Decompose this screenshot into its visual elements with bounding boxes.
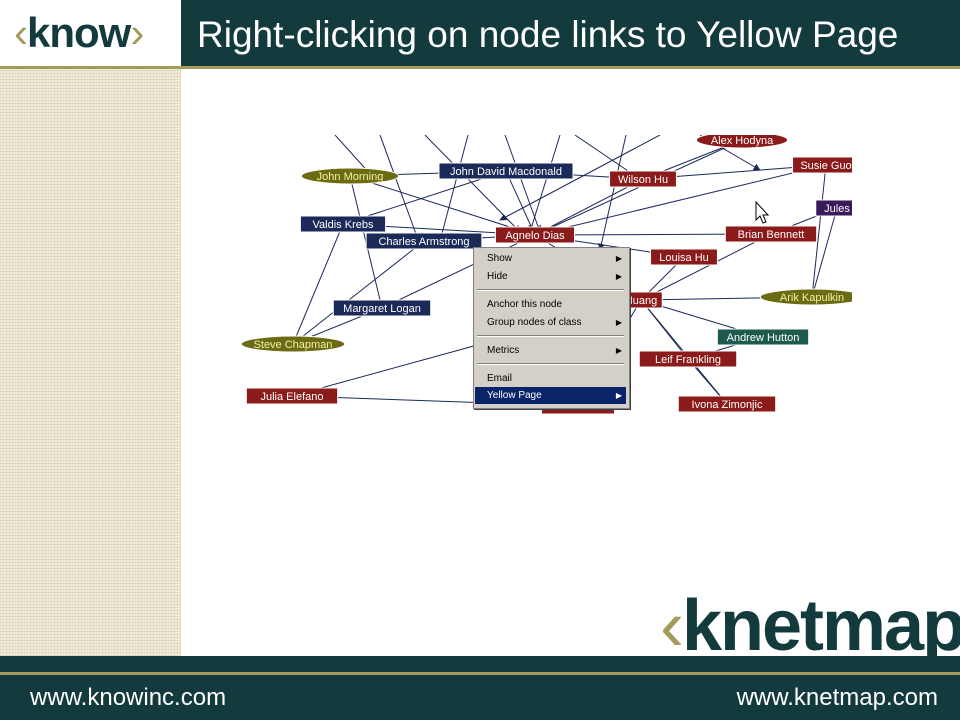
menu-separator <box>477 363 624 365</box>
graph-node-label: Alex Hodyna <box>711 135 774 147</box>
graph-edge <box>810 207 838 298</box>
menu-item-group-nodes[interactable]: Group nodes of class▶ <box>487 317 622 328</box>
graph-edge <box>809 164 827 298</box>
graph-node-label: Steve Chapman <box>254 339 333 351</box>
graph-edge <box>640 233 772 301</box>
graph-node[interactable]: Steve Chapman <box>240 335 346 353</box>
graph-node[interactable]: John Morning <box>300 167 400 185</box>
graph-node[interactable]: Jules <box>815 199 859 217</box>
menu-item-hide[interactable]: Hide▶ <box>487 271 622 282</box>
graph-edge <box>534 178 644 236</box>
header-divider <box>0 66 960 69</box>
graph-node[interactable]: Leif Frankling <box>638 350 738 368</box>
graph-node-label: Margaret Logan <box>343 303 421 315</box>
graph-node-label: Andrew Hutton <box>727 332 800 344</box>
graph-node[interactable]: Andrew Hutton <box>716 328 810 346</box>
graph-node[interactable]: Agnelo Dias <box>494 226 576 244</box>
menu-separator <box>477 335 624 337</box>
graph-edge <box>504 135 542 233</box>
menu-separator <box>477 289 624 291</box>
graph-node[interactable]: Alex Hodyna <box>695 132 789 149</box>
graph-node-label: Louisa Hu <box>659 252 709 264</box>
graph-node[interactable]: Ivona Zimonjic <box>677 395 777 413</box>
graph-node[interactable]: Brian Bennett <box>724 225 818 243</box>
graph-node-label: Ivona Zimonjic <box>692 399 763 411</box>
graph-node-label: Julia Elefano <box>261 391 324 403</box>
graph-edge <box>597 135 627 251</box>
graph-edge <box>342 170 507 226</box>
know-logo-box: ‹know› <box>0 0 181 66</box>
graph-node-label: John Morning <box>317 171 384 183</box>
menu-item-anchor-node[interactable]: Anchor this node <box>487 299 563 310</box>
graph-edge <box>534 164 827 237</box>
graph-node-label: Jules <box>824 203 850 215</box>
footer-divider <box>0 672 960 675</box>
graph-node-label: Leif Frankling <box>655 354 721 366</box>
context-menu[interactable]: Show▶ Hide▶ Anchor this node Group nodes… <box>473 247 630 409</box>
graph-edge <box>349 175 536 237</box>
graph-node-label: Brian Bennett <box>738 229 805 241</box>
graph-node[interactable]: Margaret Logan <box>332 299 432 317</box>
menu-item-show[interactable]: Show▶ <box>487 253 622 264</box>
graph-edge <box>292 240 425 345</box>
graph-node-label: Agnelo Dias <box>505 230 565 242</box>
know-logo: ‹know› <box>14 9 144 56</box>
graph-edge <box>499 135 661 221</box>
graph-node[interactable]: Susie Guo <box>792 156 860 174</box>
menu-item-email[interactable]: Email <box>487 373 513 384</box>
footer-link-knetmap[interactable]: www.knetmap.com <box>736 684 938 711</box>
graph-node[interactable]: Julia Elefano <box>245 387 339 405</box>
graph-node[interactable]: Louisa Hu <box>650 248 718 266</box>
menu-item-yellow-page[interactable]: Yellow Page▶ <box>475 387 626 404</box>
graph-node-label: Wilson Hu <box>618 174 668 186</box>
graph-edge <box>505 170 536 236</box>
graph-node-label: John David Macdonald <box>450 166 562 178</box>
graph-node-label: Susie Guo <box>800 160 851 172</box>
menu-item-metrics[interactable]: Metrics▶ <box>487 345 622 356</box>
slide-title: Right-clicking on node links to Yellow P… <box>197 14 899 55</box>
graph-node[interactable]: Valdis Krebs <box>299 215 387 233</box>
graph-edge <box>292 223 344 345</box>
graph-node-label: Arik Kapulkin <box>780 292 844 304</box>
graph-node-label: Charles Armstrong <box>378 236 469 248</box>
graph-node[interactable]: Wilson Hu <box>609 170 677 188</box>
graph-edge <box>438 135 469 242</box>
knetmap-logo: ‹knetmap› <box>660 586 960 666</box>
footer-link-knowinc[interactable]: www.knowinc.com <box>30 684 227 711</box>
graph-edge <box>379 135 422 246</box>
decorative-sidebar <box>0 69 181 656</box>
graph-node[interactable]: John David Macdonald <box>438 162 574 180</box>
graph-node[interactable]: Arik Kapulkin <box>759 288 863 306</box>
header-bar: ‹know› Right-clicking on node links to Y… <box>0 0 960 66</box>
mouse-pointer-icon <box>755 200 770 224</box>
graph-node-label: Huang <box>625 295 657 307</box>
graph-edge <box>528 135 561 233</box>
graph-node-label: Valdis Krebs <box>313 219 374 231</box>
graph-node[interactable]: Charles Armstrong <box>365 232 483 250</box>
footer-bar <box>0 656 960 720</box>
